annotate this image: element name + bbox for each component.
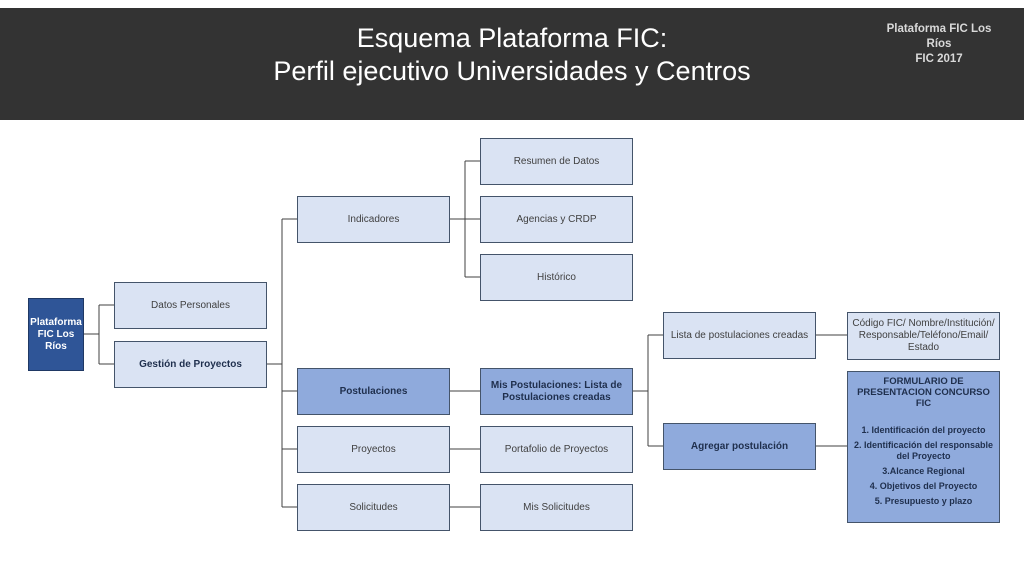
node-indicadores: Indicadores xyxy=(297,196,450,243)
title-line-1: Esquema Plataforma FIC: xyxy=(356,23,668,53)
node-mis-postulaciones: Mis Postulaciones: Lista de Postulacione… xyxy=(480,368,633,415)
corner-line-2: FIC 2017 xyxy=(915,53,963,65)
formulario-item: 5. Presupuesto y plazo xyxy=(874,496,973,506)
node-historico: Histórico xyxy=(480,254,633,301)
node-mis-solicitudes: Mis Solicitudes xyxy=(480,484,633,531)
node-proyectos: Proyectos xyxy=(297,426,450,473)
node-codigo-fic: Código FIC/ Nombre/Institución/ Responsa… xyxy=(847,312,1000,360)
node-portafolio-proyectos: Portafolio de Proyectos xyxy=(480,426,633,473)
node-gestion-proyectos: Gestión de Proyectos xyxy=(114,341,267,388)
corner-label: Plataforma FIC Los Ríos FIC 2017 xyxy=(874,22,1004,67)
node-datos-personales: Datos Personales xyxy=(114,282,267,329)
formulario-item: 2. Identificación del responsable del Pr… xyxy=(853,440,994,461)
node-agregar-postulacion: Agregar postulación xyxy=(663,423,816,470)
node-agencias-crdp: Agencias y CRDP xyxy=(480,196,633,243)
node-solicitudes: Solicitudes xyxy=(297,484,450,531)
corner-line-1: Plataforma FIC Los Ríos xyxy=(886,23,992,50)
header-bar xyxy=(0,8,1024,120)
node-postulaciones: Postulaciones xyxy=(297,368,450,415)
node-resumen-datos: Resumen de Datos xyxy=(480,138,633,185)
page-title: Esquema Plataforma FIC: Perfil ejecutivo… xyxy=(0,22,1024,88)
formulario-item: 1. Identificación del proyecto xyxy=(861,425,986,435)
formulario-title: FORMULARIO DE PRESENTACION CONCURSO FIC xyxy=(857,376,990,409)
node-root: Plataforma FIC Los Ríos xyxy=(28,298,84,371)
formulario-item: 3.Alcance Regional xyxy=(882,466,965,476)
node-lista-postulaciones: Lista de postulaciones creadas xyxy=(663,312,816,359)
node-formulario: FORMULARIO DE PRESENTACION CONCURSO FIC … xyxy=(847,371,1000,523)
formulario-item: 4. Objetivos del Proyecto xyxy=(869,481,978,491)
title-line-2: Perfil ejecutivo Universidades y Centros xyxy=(273,56,751,86)
